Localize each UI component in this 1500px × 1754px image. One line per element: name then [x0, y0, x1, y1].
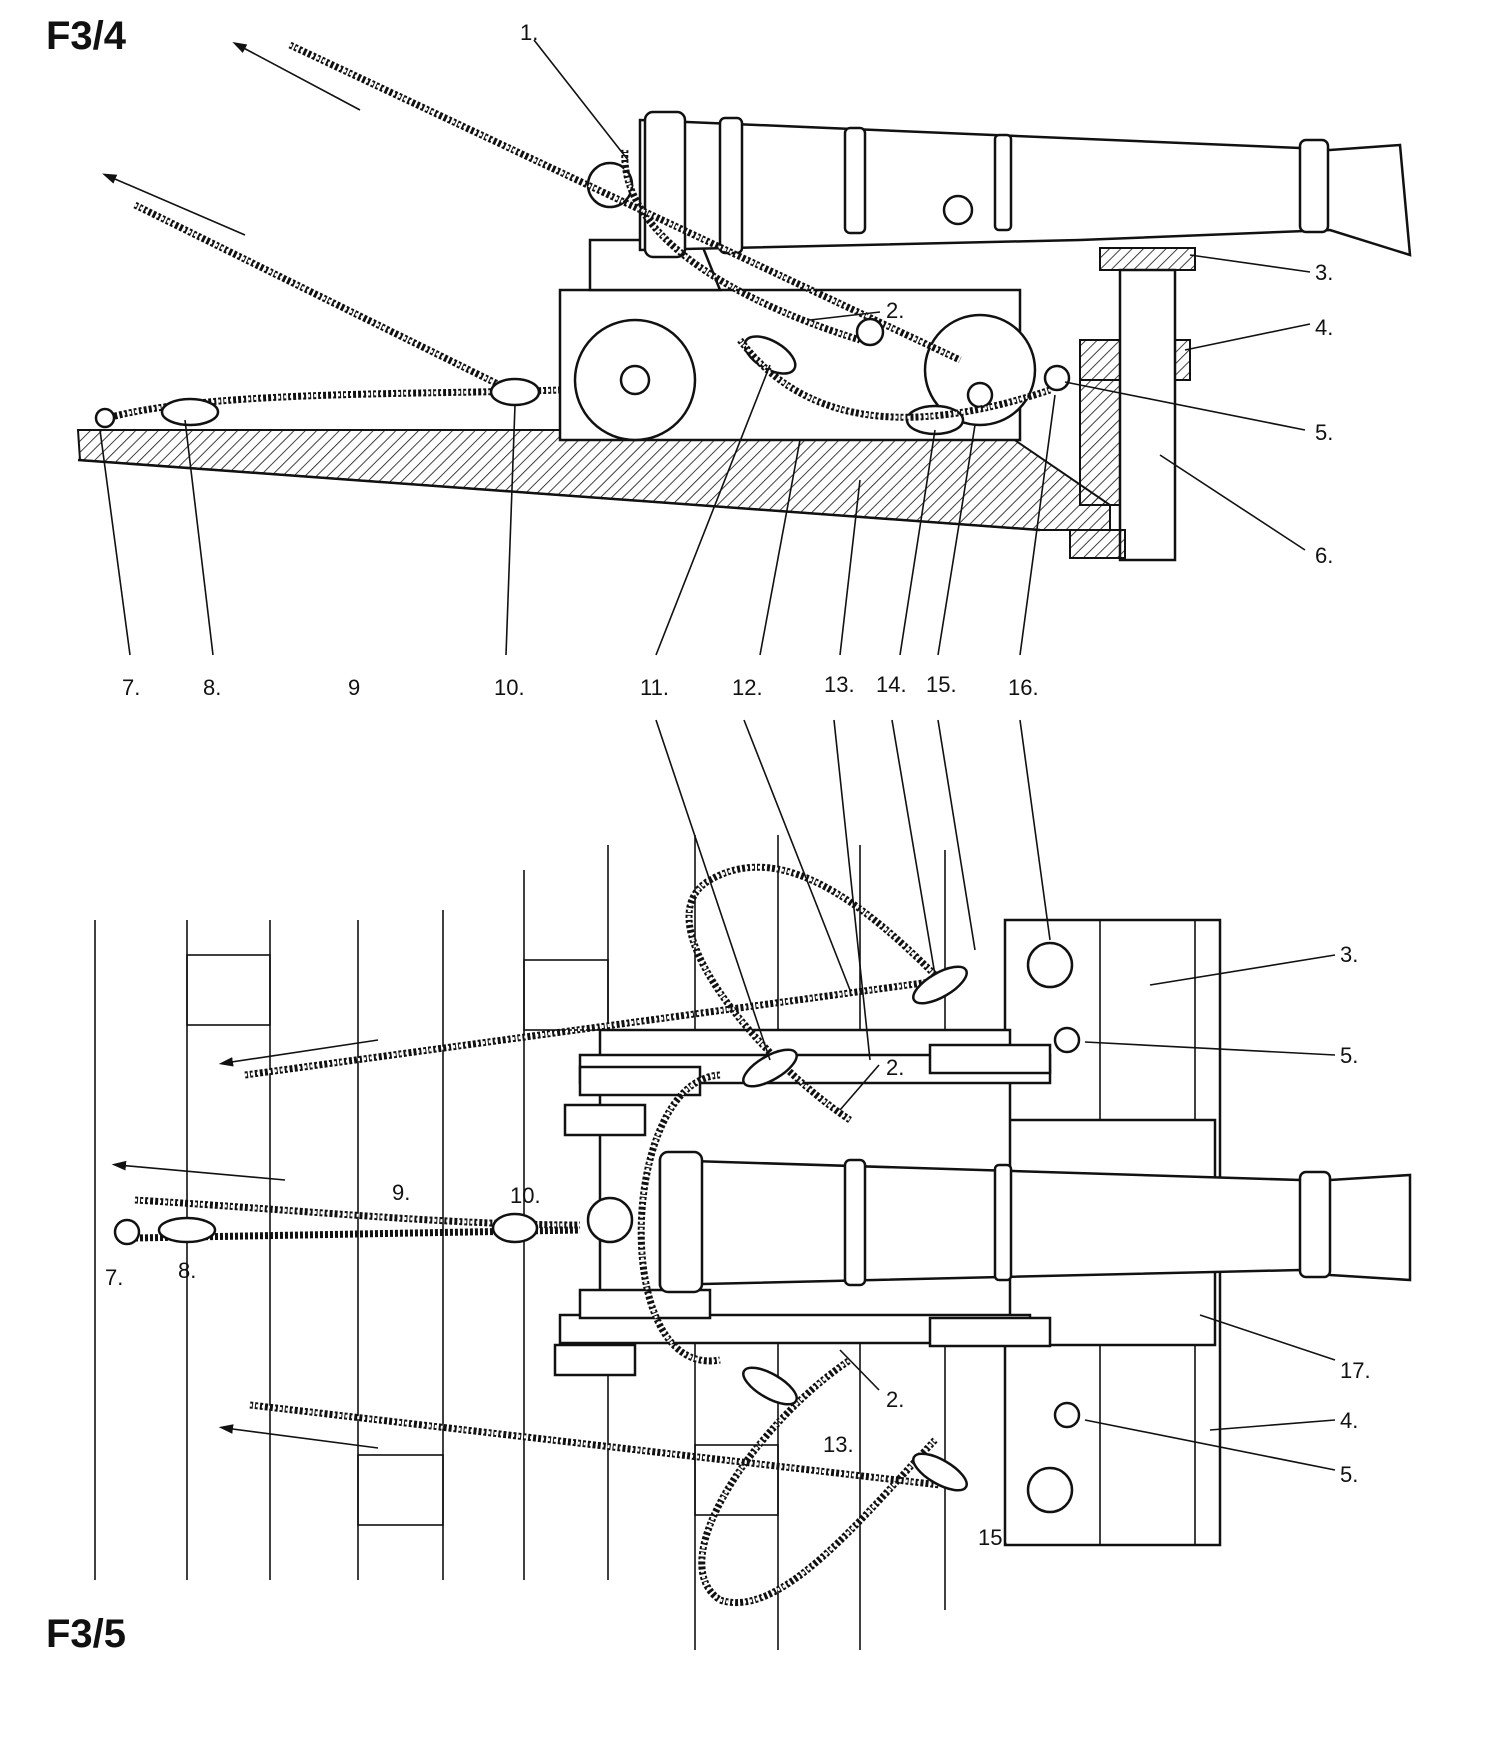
side-tackle-block-top: [912, 965, 968, 1005]
callout-2: 2.: [886, 298, 904, 323]
callout-8-plan: 8.: [178, 1258, 196, 1283]
train-block-plan: [157, 1216, 217, 1244]
bottom-leader-lines: [655, 719, 1336, 1471]
callout-13-plan: 13.: [823, 1432, 854, 1457]
callout-15: 15.: [926, 672, 957, 697]
callout-17: 17.: [1340, 1358, 1371, 1383]
callout-16: 16.: [1008, 675, 1039, 700]
callout-9-plan: 9.: [392, 1180, 410, 1205]
callout-6: 6.: [1315, 543, 1333, 568]
carriage-block-plan: [491, 1212, 539, 1244]
rail-timber: [1099, 247, 1196, 271]
front-truck-wheel: [923, 313, 1037, 427]
carriage-ringbolt: [855, 317, 885, 347]
callout-8: 8.: [203, 675, 221, 700]
callout-14: 14.: [876, 672, 907, 697]
cannon-barrel: [638, 118, 1412, 257]
ringbolt-bottom: [1053, 1401, 1081, 1429]
breeching-loop-lower: [698, 1357, 938, 1606]
ringbolt-top: [1053, 1026, 1081, 1054]
callout-7-plan: 7.: [105, 1265, 123, 1290]
tackle-block-14: [905, 404, 965, 436]
butt-plate-2: [523, 959, 609, 1031]
bottom-callouts: 2. 2. 3. 4. 5. 5. 7. 8. 9. 10. 13. 15. 1…: [105, 942, 1371, 1550]
lower-timber: [1069, 529, 1126, 559]
callout-10: 10.: [494, 675, 525, 700]
callout-4: 4.: [1315, 315, 1333, 340]
side-tackle-fall-lower: [133, 201, 522, 399]
callout-5: 5.: [1315, 420, 1333, 445]
haul-arrow-middle: [111, 1160, 286, 1181]
figure-label-top: F3/4: [46, 14, 127, 58]
deck-eyebolt-plan: [113, 1218, 141, 1246]
side-tackle-block-bottom: [912, 1452, 968, 1492]
carriage-tackle-block-top: [742, 1048, 798, 1088]
rear-truck-wheel: [573, 318, 697, 442]
callout-15-plan: 15.: [978, 1525, 1009, 1550]
callout-5-upper: 5.: [1340, 1043, 1358, 1068]
callout-10-plan: 10.: [510, 1183, 541, 1208]
haul-arrow-top: [218, 1039, 379, 1067]
callout-11: 11.: [640, 675, 669, 700]
callout-3: 3.: [1315, 260, 1333, 285]
butt-plate-3: [357, 1454, 444, 1526]
deck-eyebolt: [94, 407, 116, 429]
haul-direction-arrow-1: [232, 41, 361, 111]
breeching-loop-upper: [685, 863, 938, 1123]
side-ringbolt: [1043, 364, 1071, 392]
frame-timber: [1118, 268, 1177, 562]
carriage-tackle-block-bottom: [742, 1366, 798, 1406]
train-tackle-block: [160, 397, 220, 427]
haul-direction-arrow-2: [102, 173, 246, 236]
bulwark-block: [1079, 379, 1121, 506]
callout-13: 13.: [824, 672, 855, 697]
cascabel-plan: [586, 1196, 634, 1244]
top-leader-lines: [99, 39, 1311, 656]
side-bolt-bottom: [1026, 1466, 1074, 1514]
plan-view-drawing: 2. 2. 3. 4. 5. 5. 7. 8. 9. 10. 13. 15. 1…: [94, 719, 1412, 1650]
callout-2-upper: 2.: [886, 1055, 904, 1080]
figure-label-bottom: F3/5: [46, 1612, 127, 1656]
callout-1: 1.: [520, 20, 538, 45]
callout-4-plan: 4.: [1340, 1408, 1358, 1433]
callout-7: 7.: [122, 675, 140, 700]
haul-arrow-bottom: [218, 1424, 379, 1449]
butt-plate-4: [694, 1444, 779, 1516]
trunnion: [942, 194, 974, 226]
carriage-block: [489, 377, 541, 407]
cannon-barrel-plan: [658, 1158, 1412, 1287]
callout-2-lower: 2.: [886, 1387, 904, 1412]
callout-9: 9: [348, 675, 360, 700]
side-tackle-fall-upper: [288, 41, 962, 364]
breeching-rope-plan: [637, 1071, 721, 1365]
butt-plate-1: [186, 954, 271, 1026]
side-bolt-top: [1026, 941, 1074, 989]
callout-12: 12.: [732, 675, 763, 700]
callout-5-lower: 5.: [1340, 1462, 1358, 1487]
top-callouts: 1. 2. 3. 4. 5. 6. 7. 8. 9 10. 11. 12. 13…: [122, 20, 1333, 700]
side-tackle-fall-top: [244, 976, 946, 1079]
deck-planks: [76, 429, 1111, 531]
callout-3-plan: 3.: [1340, 942, 1358, 967]
side-elevation-drawing: 1. 2. 3. 4. 5. 6. 7. 8. 9 10. 11. 12. 13…: [76, 20, 1412, 700]
